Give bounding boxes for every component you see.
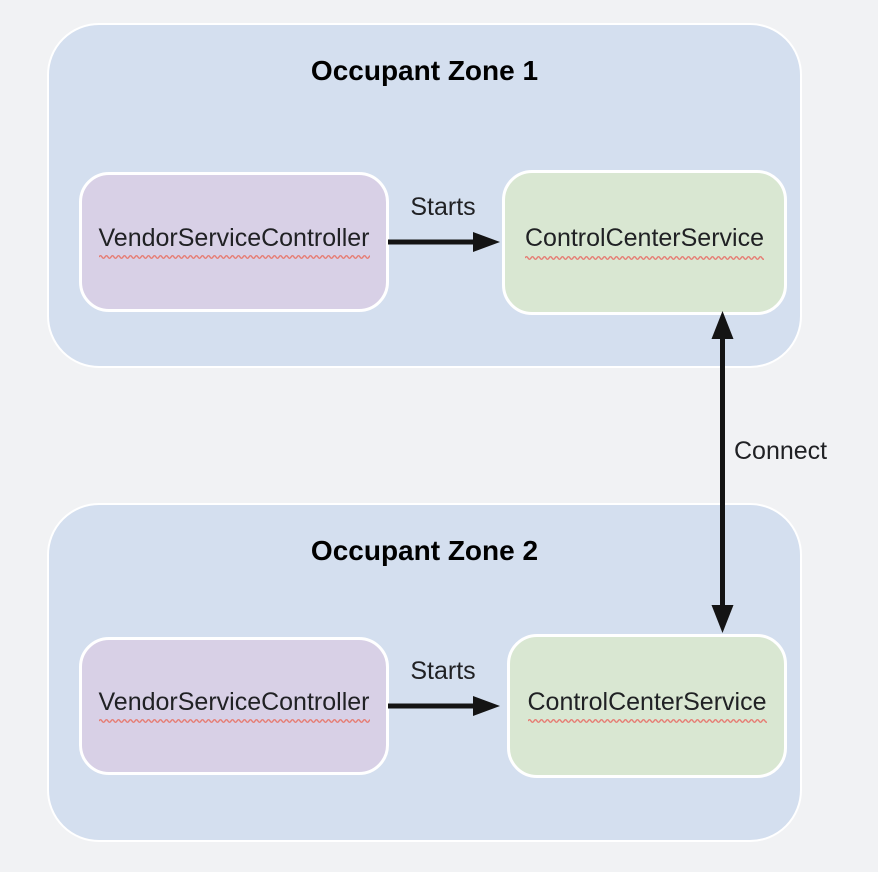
node-label: ControlCenterService <box>527 687 767 716</box>
starts-arrow-zone-1 <box>388 232 500 252</box>
zone-2-title: Occupant Zone 2 <box>310 535 539 566</box>
node-label-wrap: ControlCenterService <box>527 687 767 724</box>
zone-2-vendor-service-controller-node: VendorServiceController <box>79 637 389 775</box>
connect-double-arrow <box>711 311 734 633</box>
starts-arrow-zone-2 <box>388 696 500 716</box>
occupant-zone-1: Occupant Zone 1 VendorServiceController … <box>47 23 802 368</box>
node-label-wrap: ControlCenterService <box>525 225 764 260</box>
spellcheck-underline-icon <box>527 719 767 724</box>
zone-1-control-center-service-node: ControlCenterService <box>502 170 787 315</box>
node-label: VendorServiceController <box>98 687 370 716</box>
spellcheck-underline-icon <box>98 255 370 260</box>
occupant-zone-2: Occupant Zone 2 VendorServiceController … <box>47 503 802 842</box>
starts-label-zone-1: Starts <box>410 193 476 221</box>
node-label: ControlCenterService <box>525 224 764 253</box>
zone-1-vendor-service-controller-node: VendorServiceController <box>79 172 389 312</box>
starts-label-zone-2: Starts <box>410 657 476 685</box>
connect-label: Connect <box>734 437 828 465</box>
node-label-wrap: VendorServiceController <box>98 687 370 724</box>
spellcheck-underline-icon <box>98 719 370 724</box>
zone-1-title: Occupant Zone 1 <box>310 55 539 86</box>
zone-2-control-center-service-node: ControlCenterService <box>507 634 787 778</box>
spellcheck-underline-icon <box>525 255 764 260</box>
node-label-wrap: VendorServiceController <box>98 223 370 260</box>
node-label: VendorServiceController <box>98 223 370 252</box>
